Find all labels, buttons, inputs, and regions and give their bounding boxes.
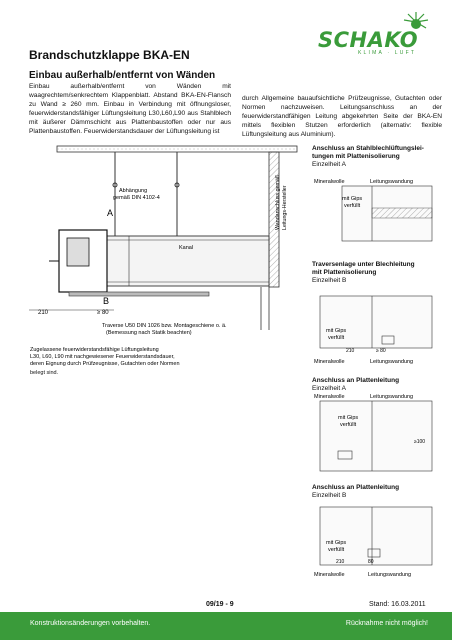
dim-210-d: 210 bbox=[336, 559, 345, 565]
footer-bar bbox=[0, 612, 452, 640]
detail-b-sub: Einzelheit B bbox=[312, 277, 347, 284]
label-leitungswandung: Leitungswandung bbox=[370, 179, 413, 185]
detail-b-steel-drawing: mit Gips verfüllt 210 ≥ 80 Mineralwolle … bbox=[314, 295, 433, 365]
brand-logo: SCHAKO KLIMA · LUFT bbox=[318, 10, 438, 56]
duct-note-3: deren Eignung durch Prüfzeugnisse, Gutac… bbox=[30, 361, 180, 367]
dim-100: ≥100 bbox=[414, 439, 425, 445]
footer-return-note: Rücknahme nicht möglich! bbox=[345, 620, 428, 627]
page-number: 09/19 - 9 bbox=[206, 601, 234, 608]
detail-b-plate-sub: Einzelheit B bbox=[312, 492, 347, 499]
detail-b-plate: Anschluss an Plattenleitung Einzelheit B bbox=[312, 484, 442, 500]
brand-name: SCHAKO bbox=[318, 28, 419, 52]
dim-210-b: 210 bbox=[346, 348, 355, 354]
dim-80-d: 80 bbox=[368, 559, 374, 565]
detail-b-plate-drawing: mit Gips verfüllt 210 80 Mineralwolle Le… bbox=[314, 506, 433, 578]
intro-paragraph-right: durch Allgemeine bauaufsichtliche Prüfze… bbox=[242, 95, 442, 138]
installation-drawing: 210 ≥ 80 B A Abhängung gemäß DIN 4102-4 … bbox=[29, 140, 304, 368]
duct-label: Kanal bbox=[179, 245, 193, 251]
detail-b-title-2: mit Plattenisolierung bbox=[312, 269, 377, 276]
detail-a-sub: Einzelheit A bbox=[312, 161, 346, 168]
brand-sub: KLIMA · LUFT bbox=[358, 50, 417, 56]
hanger-label: Abhängung bbox=[119, 188, 147, 194]
detail-a-plate-drawing: Mineralwolle Leitungswandung mit Gips ve… bbox=[314, 394, 433, 472]
dim-80-b: ≥ 80 bbox=[376, 348, 386, 354]
page-title: Brandschutzklappe BKA-EN bbox=[29, 48, 190, 62]
section-title: Einbau außerhalb/entfernt von Wänden bbox=[29, 70, 216, 81]
duct-note-2: L30, L60, L90 mit nachgewiesener Feuerwi… bbox=[30, 354, 175, 360]
label-verfuellt-d: verfüllt bbox=[328, 547, 345, 553]
duct-note-4: belegt sind. bbox=[30, 370, 59, 376]
label-gips: mit Gips bbox=[342, 196, 362, 202]
label-b: B bbox=[103, 296, 109, 306]
traverse-label: Traverse U50 DIN 1026 bzw. Montageschien… bbox=[102, 323, 227, 329]
detail-a-plate-title: Anschluss an Plattenleitung bbox=[312, 377, 400, 384]
hanger-label-2: gemäß DIN 4102-4 bbox=[113, 195, 160, 201]
detail-a-steel-drawing: Mineralwolle Leitungswandung mit Gips ve… bbox=[314, 179, 433, 242]
detail-b-plate-title: Anschluss an Plattenleitung bbox=[312, 484, 400, 491]
dim-80: ≥ 80 bbox=[97, 310, 109, 316]
detail-a-title: Anschluss an Stahlblechlüftungslei- bbox=[312, 145, 424, 152]
detail-a-plate-sub: Einzelheit A bbox=[312, 385, 346, 392]
label-gips-c: mit Gips bbox=[338, 415, 358, 421]
label-mineralwolle-c: Mineralwolle bbox=[314, 394, 345, 400]
intro-paragraph-left: Einbau außerhalb/entfernt von Wänden mit… bbox=[29, 83, 231, 135]
traverse-label-2: (Bemessung nach Statik beachten) bbox=[106, 330, 192, 336]
detail-b-title: Traversenlage unter Blechleitung bbox=[312, 261, 415, 268]
label-verfuellt-c: verfüllt bbox=[340, 422, 357, 428]
detail-b-steel: Traversenlage unter Blechleitung mit Pla… bbox=[312, 261, 442, 285]
label-leitungswandung-c: Leitungswandung bbox=[370, 394, 413, 400]
label-mineralwolle-b: Mineralwolle bbox=[314, 359, 345, 365]
wall-label: Wandanschluss gemäß bbox=[275, 174, 281, 230]
label-verfuellt: verfüllt bbox=[344, 203, 361, 209]
detail-a-title-2: tungen mit Plattenisolierung bbox=[312, 153, 400, 160]
label-a: A bbox=[107, 208, 113, 218]
duct-note-1: Zugelassene feuerwiderstandsfähige Lüftu… bbox=[30, 347, 159, 353]
dim-210: 210 bbox=[38, 310, 49, 316]
label-mineralwolle: Mineralwolle bbox=[314, 179, 345, 185]
label-leitungswandung-d: Leitungswandung bbox=[368, 572, 411, 578]
detail-a-steel: Anschluss an Stahlblechlüftungslei- tung… bbox=[312, 145, 442, 169]
detail-a-plate: Anschluss an Plattenleitung Einzelheit A bbox=[312, 377, 442, 393]
footer-disclaimer: Konstruktionsänderungen vorbehalten. bbox=[30, 620, 151, 627]
date-stamp: Stand: 16.03.2011 bbox=[369, 601, 426, 608]
label-gips-d: mit Gips bbox=[326, 540, 346, 546]
label-mineralwolle-d: Mineralwolle bbox=[314, 572, 345, 578]
label-leitungswandung-b: Leitungswandung bbox=[370, 359, 413, 365]
label-verfuellt-b: verfüllt bbox=[328, 335, 345, 341]
label-gips-b: mit Gips bbox=[326, 328, 346, 334]
sun-logo-icon bbox=[403, 12, 429, 29]
wall-label-2: Leitungs-Hersteller bbox=[282, 185, 288, 230]
